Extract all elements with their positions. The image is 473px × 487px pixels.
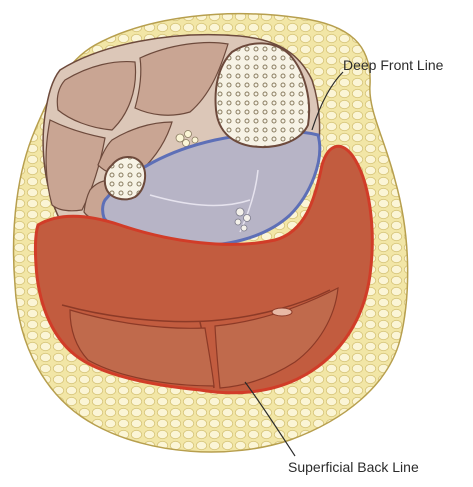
plantaris-tendon (272, 308, 292, 316)
superficial-back-line-label: Superficial Back Line (288, 459, 419, 475)
deep-front-line-label: Deep Front Line (343, 57, 443, 73)
